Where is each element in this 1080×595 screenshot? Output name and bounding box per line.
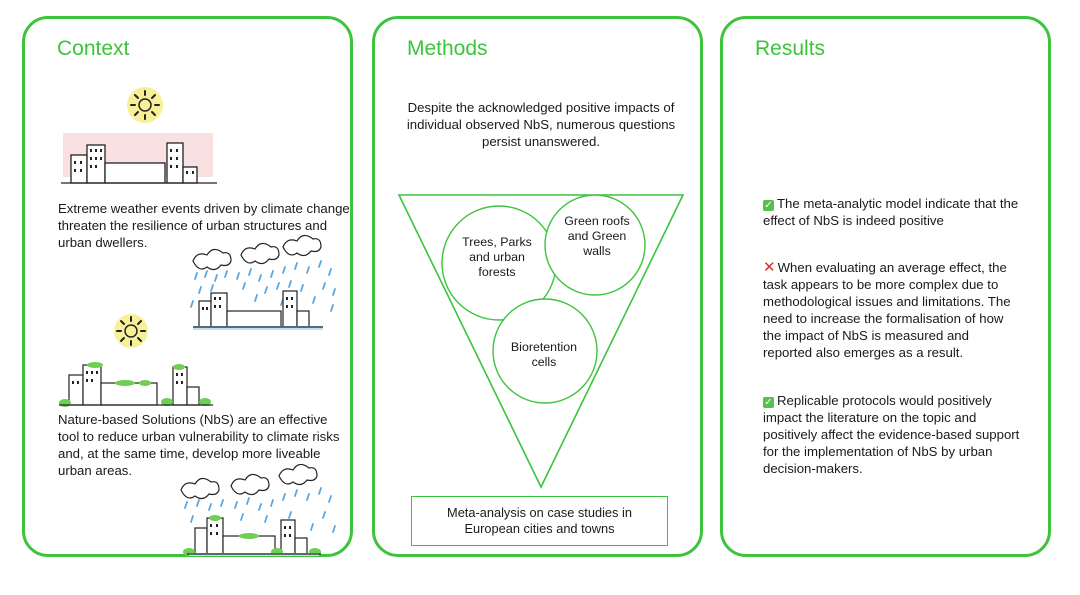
result-item-text: The meta-analytic model indicate that th… xyxy=(763,196,1019,228)
circle-label-bioretention: Bioretention cells xyxy=(510,340,578,369)
results-title: Results xyxy=(755,37,826,60)
funnel-triangle-shape xyxy=(397,194,685,489)
results-panel: Results ✓The meta-analytic model indicat… xyxy=(720,16,1051,557)
check-icon: ✓ xyxy=(763,200,774,211)
buildings-icon xyxy=(198,290,310,328)
funnel-triangle xyxy=(397,194,685,489)
meta-analysis-text: Meta-analysis on case studies in Europea… xyxy=(447,505,632,536)
cloud-icon xyxy=(180,464,318,500)
methods-panel: Methods Despite the acknowledged positiv… xyxy=(372,16,703,557)
methods-title: Methods xyxy=(407,37,488,60)
rain-city-illustration xyxy=(190,234,336,330)
result-item-text: Replicable protocols would positively im… xyxy=(763,393,1020,476)
circle-label-trees: Trees, Parks and urban forests xyxy=(462,235,532,279)
buildings-icon xyxy=(68,364,200,406)
methods-intro-text: Despite the acknowledged positive impact… xyxy=(406,100,676,149)
result-item-protocols: ✓Replicable protocols would positively i… xyxy=(763,392,1021,477)
result-item-complexity: ✕When evaluating an average effect, the … xyxy=(763,259,1021,361)
context-text-nbs: Nature-based Solutions (NbS) are an effe… xyxy=(58,412,340,478)
heat-city-illustration xyxy=(61,87,217,184)
result-item-text: When evaluating an average effect, the t… xyxy=(763,260,1011,360)
context-title: Context xyxy=(57,37,130,60)
context-panel: Context xyxy=(22,16,353,557)
sun-icon xyxy=(127,87,163,123)
check-icon: ✓ xyxy=(763,397,774,408)
circle-bioretention xyxy=(492,298,598,404)
cloud-icon xyxy=(192,234,322,271)
sun-icon xyxy=(114,314,148,348)
cross-icon: ✕ xyxy=(763,259,776,276)
context-text-climate: Extreme weather events driven by climate… xyxy=(58,201,350,250)
circle-green-roofs xyxy=(544,194,646,296)
rain-green-city-illustration xyxy=(180,464,336,556)
circle-label-green-roofs: Green roofs and Green walls xyxy=(564,214,630,258)
green-city-illustration xyxy=(59,314,213,407)
result-item-positive-effect: ✓The meta-analytic model indicate that t… xyxy=(763,195,1021,229)
meta-analysis-box: Meta-analysis on case studies in Europea… xyxy=(411,496,668,546)
